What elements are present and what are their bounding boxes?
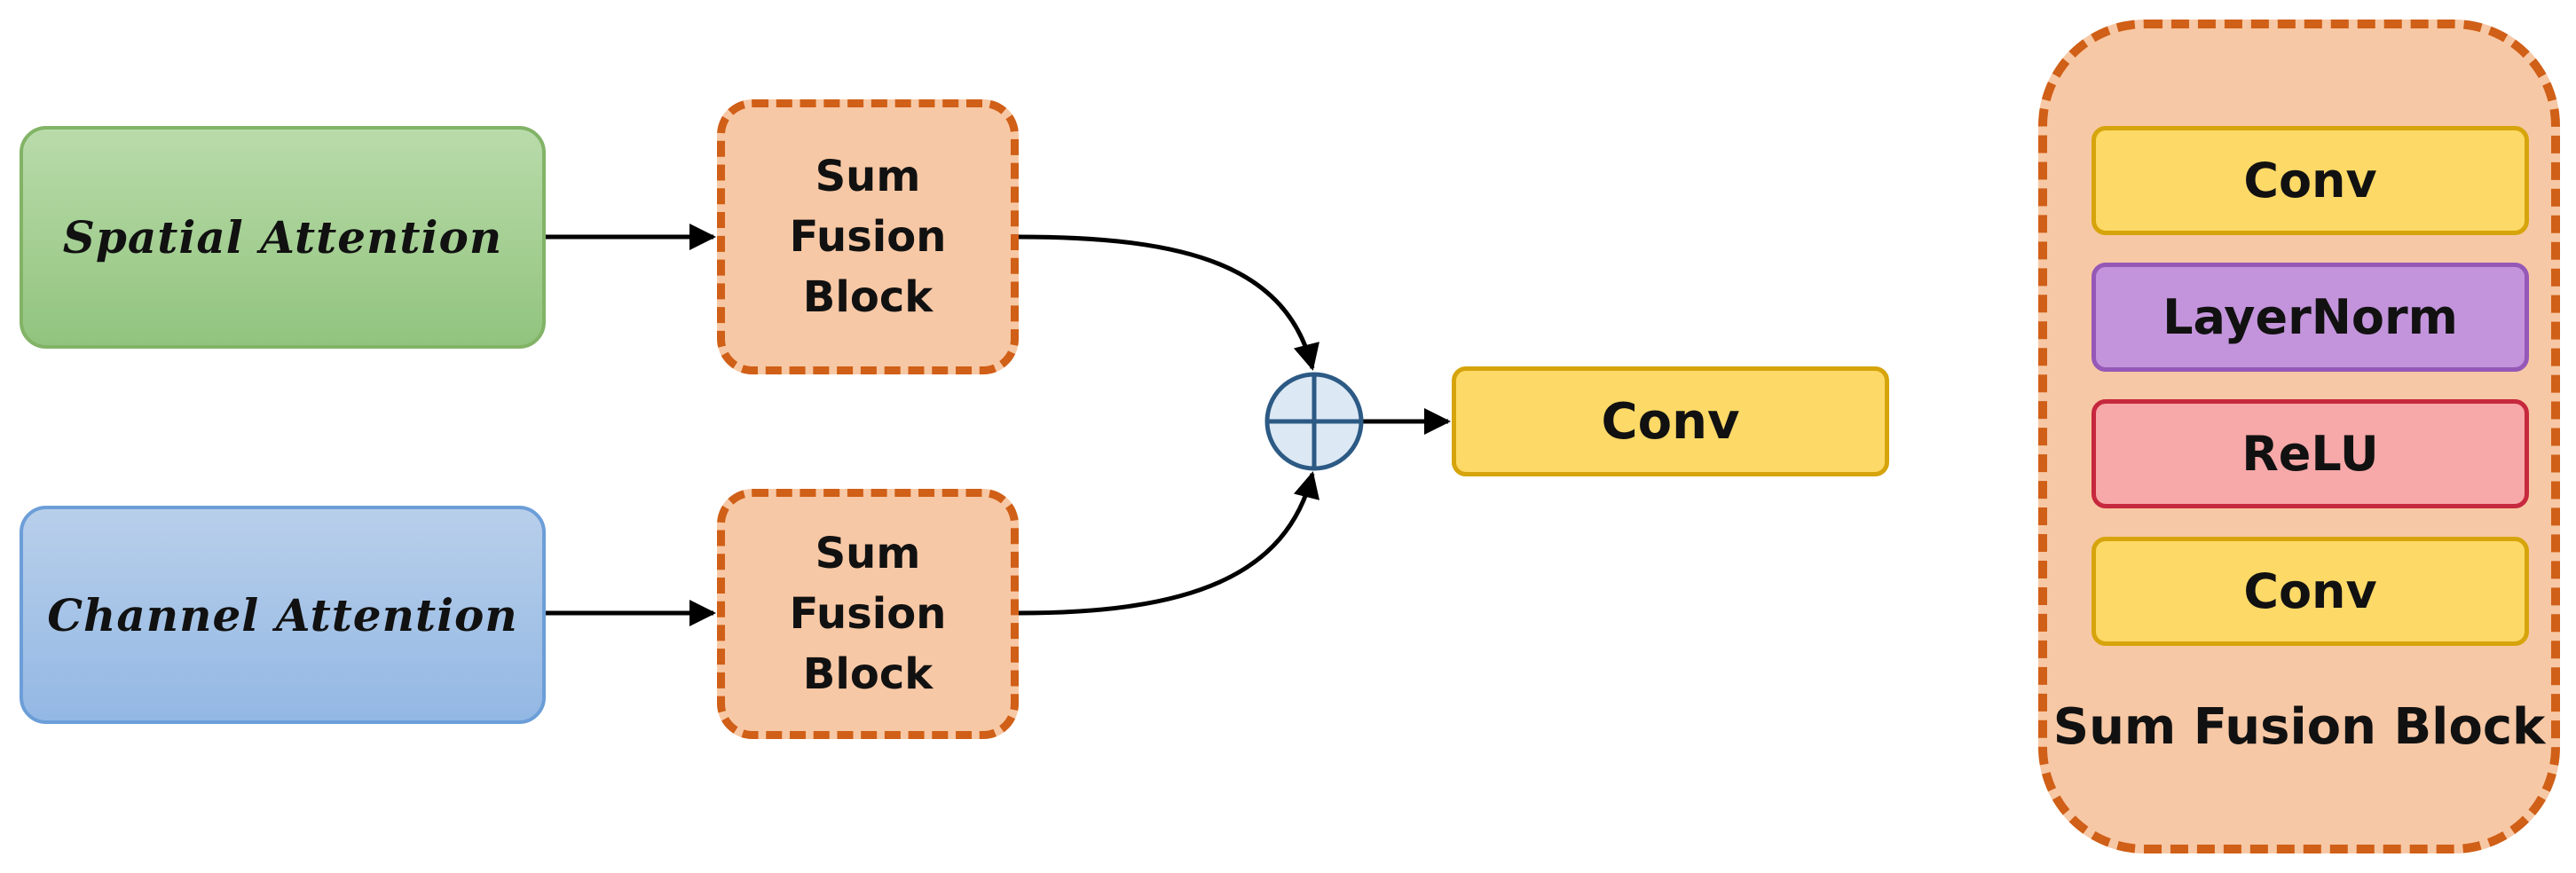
spatial-attention-node: Spatial Attention	[20, 126, 546, 349]
sfb-top-line-3: Block	[802, 272, 934, 322]
legend-layer-conv-2: Conv	[2092, 537, 2529, 646]
curve-bottom-fusion-to-sum	[1018, 471, 1320, 616]
legend-title: Sum Fusion Block	[2052, 698, 2546, 756]
sum-fusion-block-bottom: Sum Fusion Block	[717, 489, 1019, 739]
sum-fusion-block-legend: Conv LayerNorm ReLU Conv Sum Fusion Bloc…	[2038, 20, 2560, 853]
legend-layer-conv-1: Conv	[2092, 126, 2529, 235]
output-conv-node: Conv	[1452, 366, 1889, 476]
sum-fusion-block-top: Sum Fusion Block	[717, 99, 1019, 374]
sfb-top-line-1: Sum	[815, 152, 921, 201]
sfb-bottom-line-2: Fusion	[789, 589, 947, 639]
legend-layer-relu: ReLU	[2092, 399, 2529, 508]
sfb-bottom-line-3: Block	[802, 649, 934, 699]
legend-layer-layernorm: LayerNorm	[2092, 263, 2529, 372]
channel-attention-node: Channel Attention	[20, 506, 546, 724]
sfb-bottom-line-1: Sum	[815, 529, 921, 578]
circle-plus-icon	[1264, 372, 1364, 471]
curve-top-fusion-to-sum	[1018, 234, 1320, 371]
sfb-top-line-2: Fusion	[789, 212, 947, 262]
